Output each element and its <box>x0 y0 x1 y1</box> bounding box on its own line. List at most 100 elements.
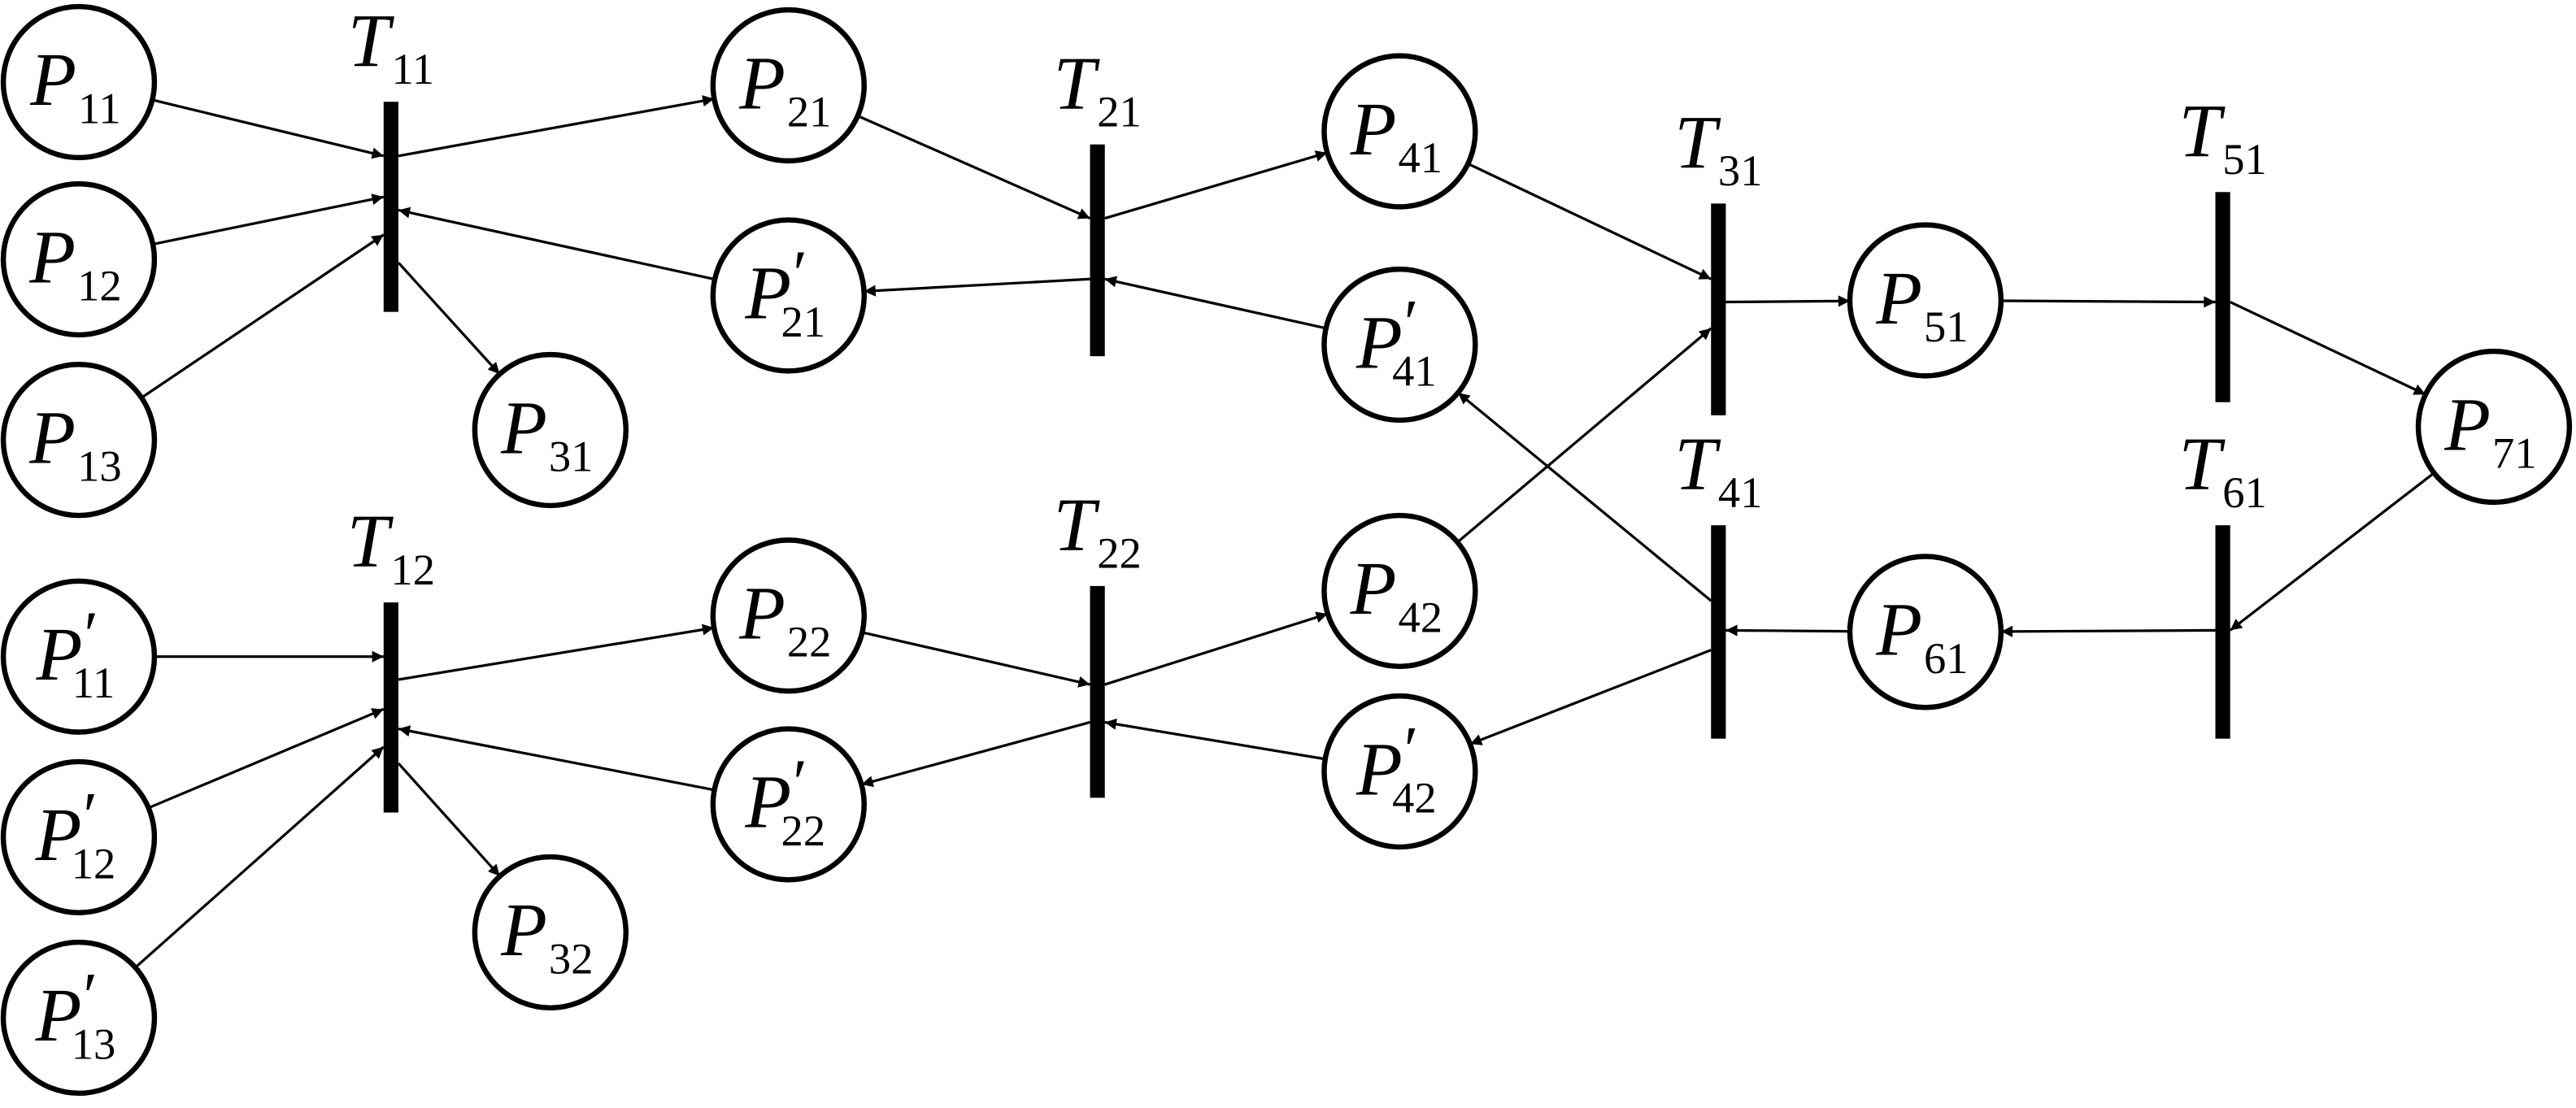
transition-label: T31 <box>1674 101 1762 195</box>
place-label: P22 <box>738 572 831 667</box>
arc-p21-to-t21 <box>857 115 1091 220</box>
place-p11: P11 <box>0 3 158 161</box>
place-label: P31 <box>500 386 593 480</box>
arc-p61-to-t41 <box>1725 624 1850 637</box>
place-circle <box>0 758 158 915</box>
arc-t11-to-p21 <box>398 95 715 158</box>
place-label: P′11 <box>36 599 115 707</box>
place-circle <box>2415 348 2573 506</box>
arc-t61-to-p61 <box>2000 625 2216 637</box>
place-p51: P51 <box>1847 222 2004 379</box>
transition-label: T51 <box>2178 89 2266 184</box>
place-circle <box>710 537 867 694</box>
transition-t12: T12 <box>347 500 435 813</box>
arc-t21-to-p41 <box>1104 150 1328 220</box>
place-p71: P71 <box>2415 348 2573 506</box>
transition-label: T61 <box>2178 423 2266 517</box>
arc-p41p-to-t21 <box>1104 276 1327 330</box>
transition-label: T12 <box>347 500 435 594</box>
place-p12: P12 <box>0 180 158 338</box>
arc-t21-to-p21p <box>864 277 1090 297</box>
transition-bar <box>2215 525 2230 739</box>
place-label: P′21 <box>744 237 825 345</box>
arc-p22p-to-t12 <box>398 725 715 792</box>
place-circle <box>1321 53 1478 210</box>
arc-t51-to-p71 <box>2230 301 2426 396</box>
place-label: P42 <box>1350 547 1442 641</box>
place-p61: P61 <box>1847 554 2004 710</box>
place-label: P61 <box>1875 589 1968 683</box>
arc-p41-to-t31 <box>1467 162 1712 280</box>
place-circle <box>0 362 158 519</box>
place-label: P′13 <box>35 960 116 1068</box>
place-circle <box>0 3 158 161</box>
arc-t11-to-p31 <box>397 261 501 376</box>
transition-label: T21 <box>1054 41 1142 136</box>
place-label: P32 <box>500 889 593 983</box>
transition-bar <box>383 102 398 312</box>
transition-label: T11 <box>348 0 434 93</box>
place-label: P21 <box>738 41 831 136</box>
place-label: P′41 <box>1355 287 1437 395</box>
arc-p13-to-t11 <box>141 233 385 399</box>
arc-p13p-to-t12 <box>134 745 385 969</box>
place-label: P′22 <box>744 746 825 854</box>
arc-t22-to-p42 <box>1104 611 1329 686</box>
place-circle <box>710 217 867 374</box>
transition-bar <box>383 602 398 813</box>
transition-t51: T51 <box>2178 89 2267 402</box>
arc-p22-to-t22 <box>862 631 1090 688</box>
arc-p71-to-t61 <box>2229 471 2435 632</box>
place-p13p: P′13 <box>0 939 158 1097</box>
place-p31: P31 <box>472 351 629 509</box>
place-label: P51 <box>1875 257 1968 351</box>
place-circle <box>0 180 158 338</box>
place-circle <box>1321 266 1478 424</box>
arc-p12-to-t11 <box>152 193 385 245</box>
place-circle <box>472 854 629 1011</box>
place-circle <box>1321 512 1478 670</box>
place-p41p: P′41 <box>1321 266 1478 424</box>
place-p21: P21 <box>710 7 867 164</box>
place-label: P′12 <box>35 780 116 888</box>
place-circle <box>0 578 158 735</box>
place-p42: P42 <box>1321 512 1478 670</box>
place-circle <box>0 939 158 1097</box>
transition-bar <box>1711 525 1726 739</box>
place-circle <box>1321 693 1478 850</box>
arc-t41-to-p41p <box>1457 391 1712 602</box>
place-circle <box>472 351 629 509</box>
arc-p42-to-t31 <box>1456 327 1712 544</box>
place-p32: P32 <box>472 854 629 1011</box>
place-label: P71 <box>2443 383 2536 477</box>
arc-p42p-to-t22 <box>1104 718 1325 761</box>
transition-t22: T22 <box>1054 483 1142 798</box>
transition-t61: T61 <box>2178 423 2267 739</box>
place-p13: P13 <box>0 362 158 519</box>
transition-t21: T21 <box>1054 41 1142 357</box>
transition-bar <box>2215 192 2230 402</box>
transition-t41: T41 <box>1674 423 1762 739</box>
place-p42p: P′42 <box>1321 693 1478 850</box>
transition-label: T41 <box>1674 423 1762 517</box>
place-circle <box>710 726 867 883</box>
arc-t12-to-p22 <box>398 624 715 681</box>
arc-t22-to-p22p <box>861 720 1090 788</box>
place-p11p: P′11 <box>0 578 158 735</box>
place-p22: P22 <box>710 537 867 694</box>
place-p21p: P′21 <box>710 217 867 374</box>
transition-label: T22 <box>1054 483 1142 577</box>
arcs-layer <box>134 95 2435 969</box>
place-label: P41 <box>1350 88 1442 182</box>
place-circle <box>710 7 867 164</box>
place-label: P13 <box>28 396 121 490</box>
place-p41: P41 <box>1321 53 1478 210</box>
arc-p21p-to-t11 <box>398 206 716 281</box>
place-p12p: P′12 <box>0 758 158 915</box>
transition-bar <box>1090 585 1105 798</box>
arc-p11-to-t11 <box>151 98 385 159</box>
transition-bar <box>1711 203 1726 415</box>
